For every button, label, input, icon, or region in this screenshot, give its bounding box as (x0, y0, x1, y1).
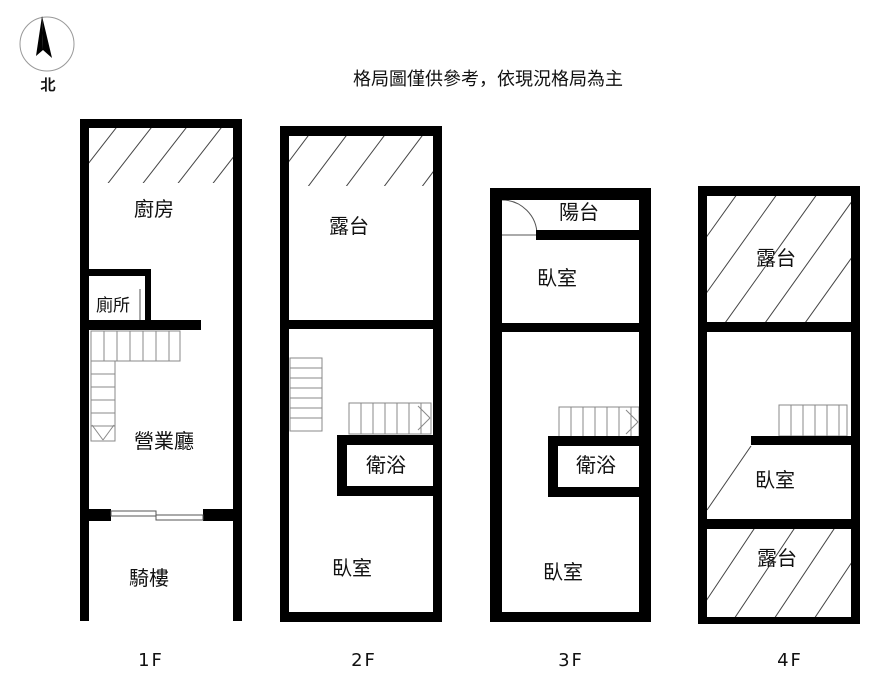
staircase (289, 357, 432, 435)
walls-3f (490, 188, 651, 622)
floor-1f: 廚房 廁所 營業廳 騎樓 1F (80, 119, 242, 671)
staircase (558, 406, 640, 438)
room-toilet: 廁所 (96, 295, 130, 316)
room-terrace-bottom: 露台 (757, 546, 797, 570)
floor-label-3f: 3F (558, 650, 584, 671)
floor-label-2f: 2F (351, 650, 377, 671)
compass-label: 北 (40, 76, 55, 94)
staircase (90, 330, 181, 442)
walls-4f (698, 186, 860, 624)
room-bedroom: 臥室 (755, 468, 795, 492)
hatch-area-bedroom (706, 445, 752, 511)
staircase (778, 404, 848, 437)
room-bedroom-top: 臥室 (537, 266, 577, 290)
hatch-area (89, 128, 233, 183)
room-kitchen: 廚房 (134, 197, 174, 221)
layout-disclaimer: 格局圖僅供參考，依現況格局為主 (353, 69, 623, 90)
room-bathroom: 衛浴 (366, 453, 406, 477)
room-business-hall: 營業廳 (134, 429, 194, 453)
room-bedroom: 臥室 (332, 556, 372, 580)
room-balcony: 陽台 (559, 200, 599, 224)
hatch-area (707, 196, 851, 322)
room-bathroom: 衛浴 (576, 453, 616, 477)
north-arrow-icon: 北 (19, 16, 75, 94)
room-terrace: 露台 (329, 214, 369, 238)
floor-label-4f: 4F (777, 650, 803, 671)
room-terrace-top: 露台 (756, 246, 796, 270)
balcony-door (501, 199, 538, 236)
sliding-door (110, 289, 204, 521)
hatch-area (707, 529, 851, 617)
walls-2f (280, 126, 442, 622)
hatch-area (289, 136, 433, 186)
walls-1f (80, 119, 242, 621)
room-arcade: 騎樓 (129, 566, 169, 590)
floor-label-1f: 1F (138, 650, 164, 671)
floor-2f: 露台 衛浴 臥室 2F (280, 126, 442, 671)
room-bedroom: 臥室 (543, 560, 583, 584)
floor-3f: 陽台 臥室 衛浴 臥室 3F (490, 188, 651, 671)
floor-4f: 露台 臥室 露台 4F (698, 186, 860, 671)
